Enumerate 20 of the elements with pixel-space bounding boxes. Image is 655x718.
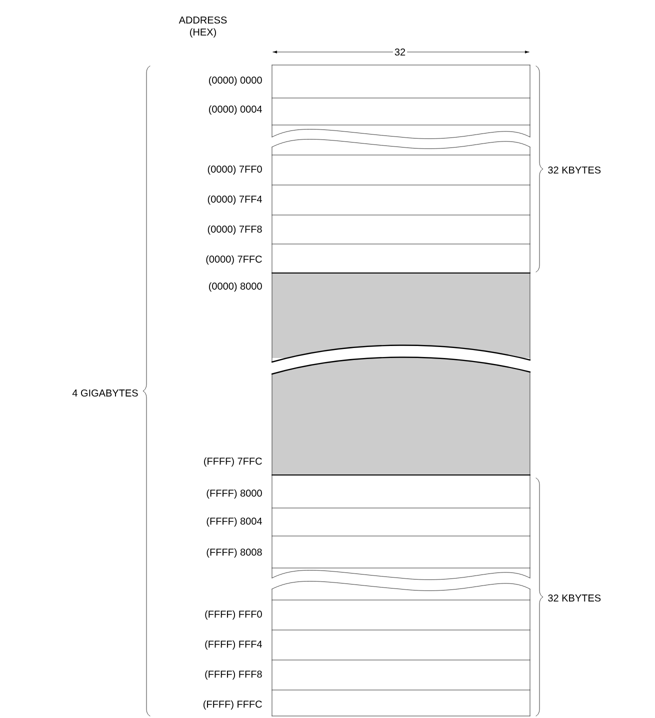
address-label: (0000) 7FF4 <box>208 195 262 205</box>
address-label: (FFFF) FFF0 <box>205 610 262 620</box>
address-label: (FFFF) 8000 <box>206 489 262 499</box>
brace-label: 4 GIGABYTES <box>72 389 138 397</box>
address-label: (FFFF) FFFC <box>204 700 262 710</box>
address-label: (FFFF) 8004 <box>206 517 262 527</box>
address-label: (FFFF) FFF8 <box>205 670 262 680</box>
address-label: (FFFF) 7FFC <box>204 457 262 467</box>
address-label: (FFFF) 8008 <box>206 548 262 558</box>
address-label: (0000) 0004 <box>209 105 262 115</box>
address-label: (0000) 8000 <box>209 282 262 292</box>
brace-label: 32 KBYTES <box>548 166 601 174</box>
address-label: (0000) 7FFC <box>206 255 262 265</box>
address-label: (FFFF) FFF4 <box>205 640 262 650</box>
column-heading: ADDRESS (HEX) <box>178 16 227 38</box>
address-label: (0000) 7FF0 <box>208 165 262 175</box>
dimension-label: 32 <box>392 46 408 58</box>
brace-label: 32 KBYTES <box>548 594 601 602</box>
address-label: (0000) 0000 <box>209 76 262 86</box>
address-label: (0000) 7FF8 <box>208 225 262 235</box>
